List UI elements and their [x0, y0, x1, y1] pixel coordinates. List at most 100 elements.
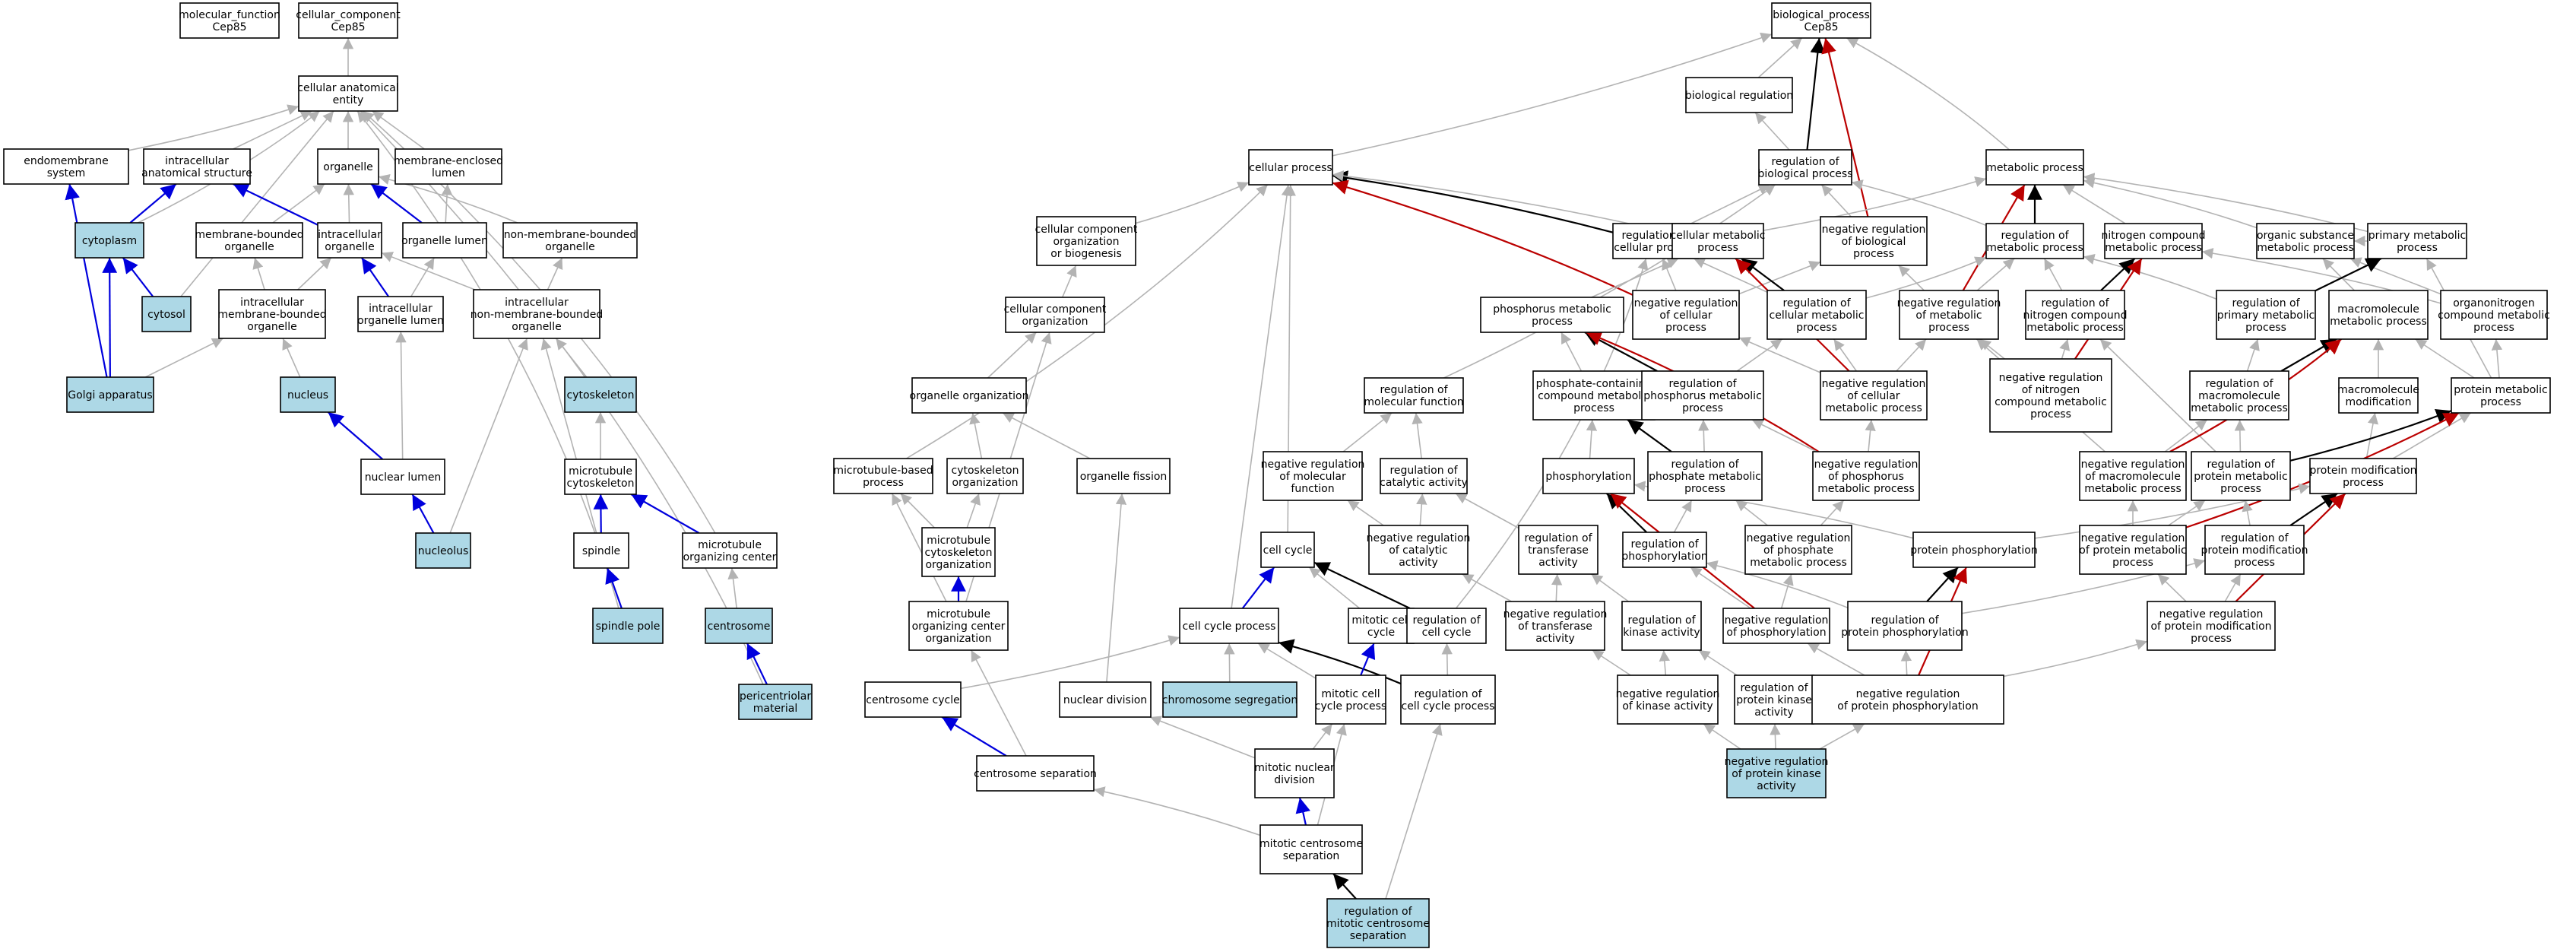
- edge-is-a: [2365, 412, 2379, 459]
- node-label: of biological: [1842, 236, 1906, 248]
- node-label: negative regulation: [1367, 532, 1471, 544]
- edge-is-a: [1416, 493, 1427, 526]
- node-label: metabolic process: [2257, 242, 2354, 254]
- node-label: organizing center: [912, 620, 1006, 633]
- edge-is-a: [1462, 573, 1512, 602]
- node-label: regulation of: [2041, 297, 2109, 309]
- edge-is-a: [252, 257, 265, 290]
- go-term-node-nucdiv: nuclear division: [1059, 681, 1152, 718]
- node-label: of nitrogen: [2022, 384, 2080, 396]
- edge-is-a: [969, 412, 983, 459]
- node-label: material: [753, 703, 797, 715]
- go-term-node-phosph: phosphorylation: [1542, 458, 1635, 494]
- node-label: spindle pole: [596, 620, 661, 633]
- edge-is-a: [1591, 573, 1629, 602]
- node-label: Cep85: [1804, 21, 1838, 33]
- edge-is-a: [1347, 500, 1384, 526]
- edge-is-a: [343, 183, 354, 224]
- node-label: of metabolic: [1915, 309, 1982, 322]
- node-label: metabolic process: [2105, 242, 2202, 254]
- edge-is-a: [1738, 261, 1821, 295]
- node-label: of phosphorylation: [1726, 627, 1826, 639]
- node-label: spindle: [582, 545, 620, 557]
- node-label: activity: [1535, 633, 1575, 645]
- node-label: organic substance: [2257, 230, 2354, 242]
- node-box: [1617, 674, 1719, 725]
- node-box: [66, 376, 154, 413]
- node-label: negative regulation: [1725, 756, 1829, 768]
- node-label: regulation of: [1412, 614, 1481, 627]
- edge-is-a: [2099, 338, 2216, 452]
- node-label: biological regulation: [1685, 90, 1793, 102]
- node-label: regulation of: [1771, 156, 1839, 168]
- node-label: biological_process: [1773, 9, 1870, 21]
- node-label: organization: [925, 633, 991, 645]
- node-label: Golgi apparatus: [68, 389, 152, 402]
- node-label: organizing center: [683, 551, 777, 563]
- node-label: process: [2480, 396, 2521, 408]
- node-label: of phosphorus: [1828, 471, 1904, 483]
- node-label: negative regulation: [1822, 378, 1926, 390]
- node-label: regulation of: [2205, 378, 2273, 390]
- edge-is-a: [180, 110, 334, 297]
- node-label: phosphorylation: [1621, 551, 1707, 563]
- edge-regulates: [1806, 37, 1826, 151]
- node-label: negative regulation: [1999, 372, 2103, 384]
- node-label: cytosol: [147, 309, 185, 321]
- edge-is-a: [1807, 643, 1865, 676]
- node-label: of phosphate: [1763, 544, 1833, 557]
- node-box: [1254, 748, 1335, 798]
- node-box: [1812, 451, 1920, 501]
- node-label: cellular process: [1249, 162, 1332, 174]
- edge-is-a: [1592, 649, 1631, 676]
- node-label: process: [1532, 316, 1573, 328]
- node-box: [2189, 370, 2289, 421]
- node-box: [2256, 223, 2355, 259]
- node-box: [317, 148, 379, 185]
- node-label: process: [1682, 402, 1723, 414]
- node-label: organelle lumen: [357, 315, 444, 327]
- node-box: [946, 458, 1024, 494]
- node-label: pericentriolar: [740, 690, 811, 703]
- node-label: division: [1274, 774, 1315, 786]
- edge-is-a: [1865, 256, 1987, 299]
- edge-is-a: [1412, 412, 1423, 459]
- node-box: [1671, 223, 1764, 259]
- node-box: [1912, 532, 2036, 568]
- node-box: [2191, 451, 2291, 501]
- go-term-node-bioreg: biological regulation: [1685, 77, 1793, 113]
- node-box: [141, 296, 192, 332]
- node-label: organelle: [512, 321, 561, 333]
- edge-is-a: [1763, 176, 1987, 231]
- node-label: mitotic cell: [1351, 614, 1410, 627]
- edge-is-a: [395, 331, 407, 460]
- node-label: microtubule: [569, 465, 632, 478]
- edge-is-a: [1385, 723, 1443, 900]
- node-label: negative regulation: [2081, 459, 2185, 471]
- edge-is-a: [1738, 337, 1821, 373]
- edge-is-a: [2164, 419, 2208, 452]
- node-label: of catalytic: [1389, 544, 1448, 557]
- node-label: cellular component: [1004, 303, 1107, 316]
- node-label: centrosome: [708, 620, 771, 633]
- node-label: macromolecule: [2337, 303, 2419, 316]
- node-label: negative regulation: [1503, 608, 1608, 620]
- edge-regulates: [1313, 561, 1411, 609]
- edge-is-a: [2083, 173, 2368, 233]
- node-label: regulation of: [1871, 614, 1939, 627]
- edge-is-a: [282, 338, 301, 378]
- edge-is-a: [1312, 723, 1333, 750]
- node-label: intracellular: [240, 297, 304, 309]
- go-term-node-cytosol: cytosol: [141, 296, 192, 332]
- node-label: regulation of: [2220, 532, 2289, 544]
- node-box: [2204, 525, 2305, 575]
